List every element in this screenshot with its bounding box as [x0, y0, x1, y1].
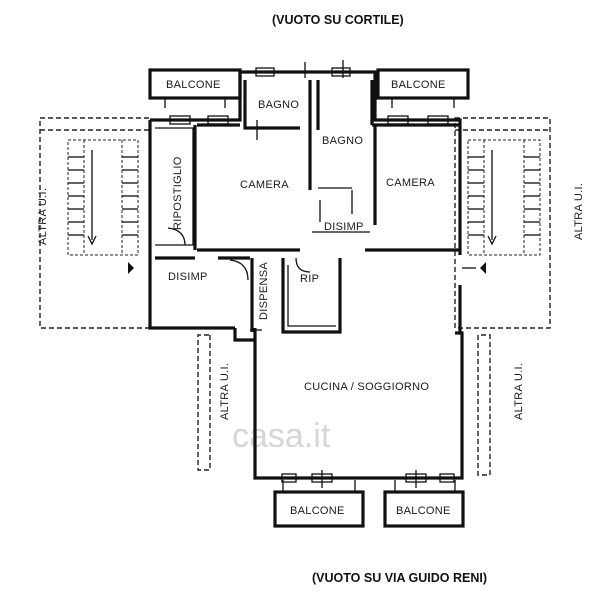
- balcony-bottom-right-outline: [383, 480, 465, 528]
- room-label-camera-right: CAMERA: [386, 177, 435, 189]
- watermark: casa.it: [232, 417, 331, 455]
- neighbor-left-lower-outline: [197, 334, 211, 471]
- exterior-walls: [148, 70, 464, 480]
- room-label-disimp-left: DISIMP: [168, 271, 208, 283]
- room-label-balcone-top-right: BALCONE: [391, 79, 446, 91]
- landing-light-right-icon: [480, 262, 486, 274]
- room-label-dispensa: DISPENSA: [258, 262, 270, 320]
- balcony-bottom-left-outline: [273, 480, 365, 528]
- room-label-rip: RIP: [300, 273, 319, 285]
- room-label-bagno-1: BAGNO: [258, 99, 299, 111]
- neighbor-label-right-lower: ALTRA U.I.: [513, 363, 525, 420]
- room-label-camera-left: CAMERA: [240, 179, 289, 191]
- neighbor-right-upper-outline: [454, 117, 551, 329]
- neighbor-right-lower-outline: [477, 334, 491, 476]
- room-label-ripostiglio: RIPOSTIGLIO: [172, 156, 184, 230]
- room-label-balcone-bottom-left: BALCONE: [290, 505, 345, 517]
- interior-walls: [155, 80, 460, 334]
- room-label-balcone-top-left: BALCONE: [166, 79, 221, 91]
- door-swings: [167, 120, 476, 331]
- windows: [169, 60, 455, 488]
- neighbor-label-right-upper: ALTRA U.I.: [573, 183, 585, 240]
- room-label-balcone-bottom-right: BALCONE: [396, 505, 451, 517]
- caption-top: (VUOTO SU CORTILE): [272, 13, 404, 27]
- stairs-right: [467, 139, 541, 256]
- neighbor-left-upper-outline: [39, 117, 151, 329]
- balcony-top-right-outline: [376, 68, 470, 108]
- caption-bottom: (VUOTO SU VIA GUIDO RENI): [312, 571, 487, 585]
- room-label-disimp-center: DISIMP: [324, 221, 364, 233]
- room-label-cucina-soggiorno: CUCINA / SOGGIORNO: [304, 381, 429, 393]
- room-label-bagno-2: BAGNO: [322, 135, 363, 147]
- landing-light-left-icon: [128, 262, 134, 274]
- stairs-left: [67, 139, 139, 256]
- neighbor-label-left-lower: ALTRA U.I.: [219, 363, 231, 420]
- neighbor-label-left-upper: ALTRA U.I.: [37, 188, 49, 245]
